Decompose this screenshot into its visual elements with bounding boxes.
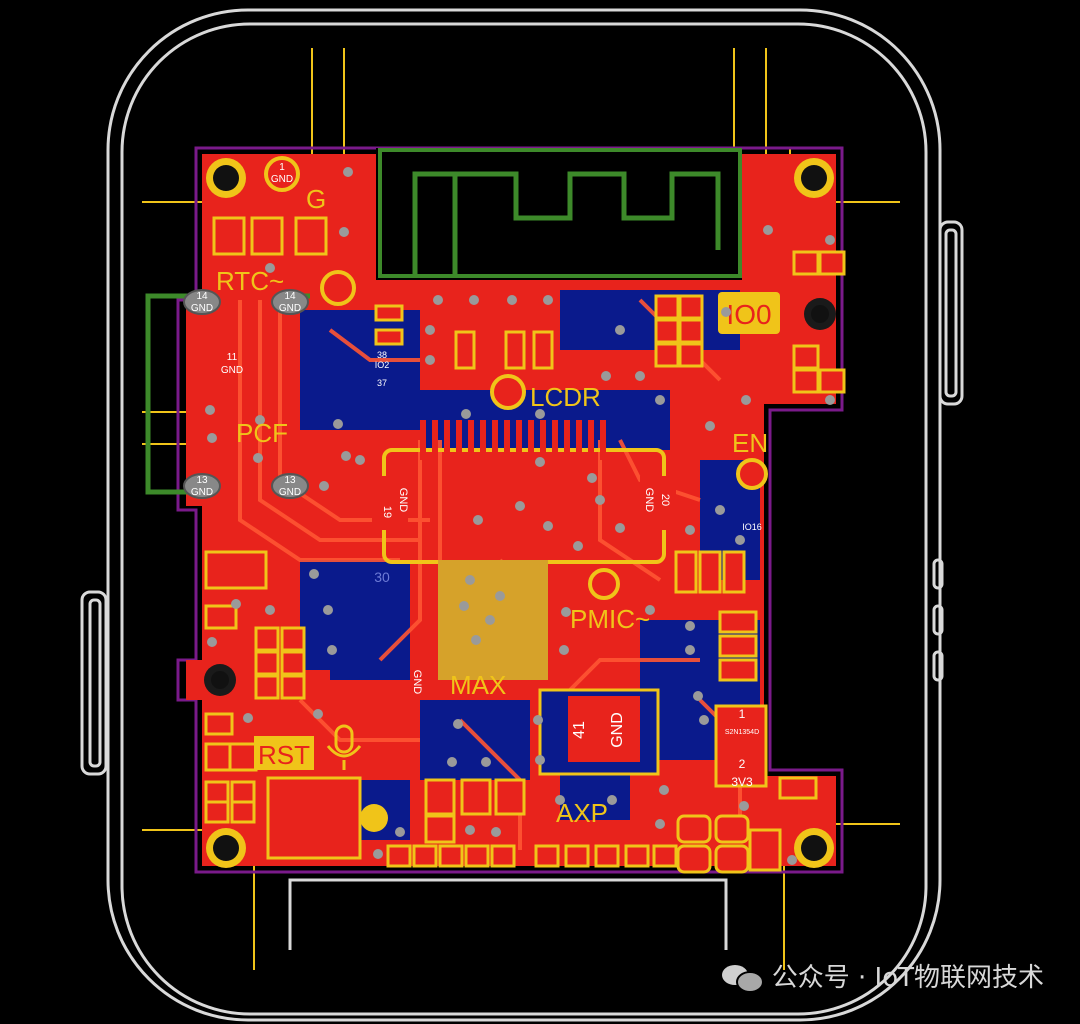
test-points (264, 156, 768, 600)
svg-text:38: 38 (377, 350, 387, 360)
svg-text:GND: GND (191, 303, 213, 314)
svg-text:GND: GND (643, 488, 655, 513)
vias (205, 167, 835, 865)
svg-text:GND: GND (279, 487, 301, 498)
microphone-icon (326, 724, 362, 770)
io0-label-box: IO0 (718, 292, 780, 334)
svg-text:20: 20 (659, 494, 671, 506)
svg-text:14: 14 (196, 291, 208, 302)
antenna-area (376, 148, 742, 278)
test-point-gnd (264, 156, 300, 192)
label-max: MAX (450, 670, 506, 700)
pmic-chip (538, 688, 660, 776)
svg-text:30: 30 (374, 569, 390, 585)
wechat-icon (721, 961, 764, 993)
label-en: EN (732, 428, 768, 458)
test-point-en (736, 458, 768, 490)
rst-label: RST (258, 740, 310, 770)
svg-text:GND: GND (221, 365, 243, 376)
label-g: G (306, 184, 326, 214)
svg-text:19: 19 (381, 506, 393, 518)
svg-text:GND: GND (191, 487, 213, 498)
svg-text:IO2: IO2 (375, 360, 390, 370)
pad-labels: 1 GND 14 GND 14 GND 11 GND 13 GND 13 GND… (191, 162, 762, 585)
rst-label-box: RST (254, 736, 314, 770)
svg-text:2: 2 (739, 757, 746, 771)
board-labels: G RTC~ PCF LCDR EN PMIC~ MAX AXP (216, 184, 768, 828)
label-pmic: PMIC~ (570, 604, 650, 634)
watch-case-outline (80, 8, 964, 1022)
watermark-text: 公众号 · IoT物联网技术 (771, 963, 1044, 993)
watermark: 公众号 · IoT物联网技术 (721, 957, 1044, 994)
test-point-lcdr (490, 374, 526, 410)
svg-text:GND: GND (271, 174, 293, 185)
smd-pads (204, 216, 846, 874)
label-pcf: PCF (236, 418, 288, 448)
svg-text:GND: GND (411, 670, 423, 695)
test-point-rtc (320, 270, 356, 306)
test-point-pmic (588, 568, 620, 600)
mounting-holes (204, 158, 836, 868)
svg-text:1: 1 (279, 162, 285, 173)
test-point-solid (360, 804, 388, 832)
svg-text:IO16: IO16 (742, 522, 762, 532)
svg-text:GND: GND (397, 488, 409, 513)
svg-text:S2N1354D: S2N1354D (725, 729, 759, 736)
svg-text:GND: GND (609, 712, 626, 748)
label-lcdr: LCDR (530, 382, 601, 412)
svg-text:13: 13 (284, 475, 296, 486)
svg-text:3V3: 3V3 (731, 775, 753, 789)
label-axp: AXP (556, 798, 608, 828)
svg-text:13: 13 (196, 475, 208, 486)
svg-text:1: 1 (739, 707, 746, 721)
svg-text:GND: GND (279, 303, 301, 314)
svg-text:37: 37 (377, 378, 387, 388)
io0-label: IO0 (726, 299, 771, 330)
regulator-labels: 1 S2N1354D 2 3V3 (725, 707, 759, 789)
svg-text:11: 11 (227, 352, 238, 363)
label-rtc: RTC~ (216, 266, 284, 296)
svg-text:41: 41 (571, 721, 588, 739)
battery-pads (183, 289, 309, 499)
rotated-pad-labels: 19 GND 20 GND 41 GND GND (372, 476, 676, 748)
svg-text:14: 14 (284, 291, 296, 302)
